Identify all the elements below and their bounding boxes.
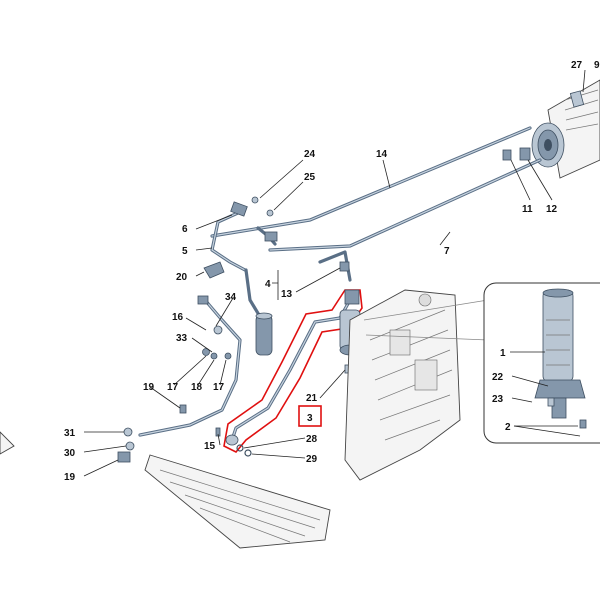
callout-25[interactable]: 25 bbox=[304, 172, 316, 183]
line-7[interactable] bbox=[268, 158, 542, 252]
hose-13[interactable] bbox=[318, 250, 352, 282]
callout-24[interactable]: 24 bbox=[304, 149, 316, 160]
inset-detail bbox=[363, 282, 600, 444]
callout-9[interactable]: 9 bbox=[594, 60, 600, 71]
callout-20[interactable]: 20 bbox=[176, 272, 188, 283]
callout-28[interactable]: 28 bbox=[306, 434, 318, 445]
bracket-20[interactable] bbox=[203, 261, 225, 279]
callout-15[interactable]: 15 bbox=[204, 441, 216, 452]
callout-27[interactable]: 27 bbox=[571, 60, 583, 71]
hose-16-33[interactable] bbox=[138, 295, 242, 437]
callout-2[interactable]: 2 bbox=[505, 422, 511, 433]
callout-labels: 27 9 24 14 25 6 11 12 5 7 20 4 13 34 16 … bbox=[64, 60, 600, 483]
receiver-drier[interactable] bbox=[255, 312, 273, 356]
callout-18[interactable]: 18 bbox=[191, 382, 203, 393]
callout-31[interactable]: 31 bbox=[64, 428, 76, 439]
callout-1[interactable]: 1 bbox=[500, 348, 506, 359]
fittings-left[interactable] bbox=[117, 404, 221, 463]
o-rings-28-29[interactable] bbox=[236, 444, 252, 457]
callout-14[interactable]: 14 bbox=[376, 149, 388, 160]
callout-19-lower[interactable]: 19 bbox=[64, 472, 76, 483]
callout-17-right[interactable]: 17 bbox=[213, 382, 225, 393]
callout-19-upper[interactable]: 19 bbox=[143, 382, 155, 393]
line-14[interactable] bbox=[210, 126, 532, 238]
hose-4[interactable] bbox=[244, 268, 264, 322]
callout-13[interactable]: 13 bbox=[281, 289, 293, 300]
callout-33[interactable]: 33 bbox=[176, 333, 188, 344]
callout-21[interactable]: 21 bbox=[306, 393, 318, 404]
condenser[interactable] bbox=[144, 454, 331, 549]
fitting-11[interactable] bbox=[502, 149, 512, 161]
fitting-12[interactable] bbox=[519, 147, 531, 161]
hose-6-5[interactable] bbox=[210, 201, 278, 272]
small-fittings-top bbox=[251, 196, 274, 217]
body-structure bbox=[344, 289, 461, 481]
callout-17-left[interactable]: 17 bbox=[167, 382, 179, 393]
callout-3-highlight-box bbox=[298, 405, 322, 427]
callout-11[interactable]: 11 bbox=[522, 204, 533, 215]
callout-22[interactable]: 22 bbox=[492, 372, 504, 383]
callout-6[interactable]: 6 bbox=[182, 224, 188, 235]
callout-4[interactable]: 4 bbox=[265, 279, 271, 290]
callout-3[interactable]: 3 bbox=[307, 413, 313, 424]
edge-part bbox=[0, 431, 15, 455]
callout-5[interactable]: 5 bbox=[182, 246, 188, 257]
callout-23[interactable]: 23 bbox=[492, 394, 504, 405]
callout-30[interactable]: 30 bbox=[64, 448, 76, 459]
compressor-assembly[interactable] bbox=[531, 79, 600, 179]
callout-16[interactable]: 16 bbox=[172, 312, 184, 323]
callout-34[interactable]: 34 bbox=[225, 292, 237, 303]
callout-7[interactable]: 7 bbox=[444, 246, 450, 257]
callout-12[interactable]: 12 bbox=[546, 204, 558, 215]
leader-lines bbox=[83, 69, 586, 477]
callout-29[interactable]: 29 bbox=[306, 454, 318, 465]
